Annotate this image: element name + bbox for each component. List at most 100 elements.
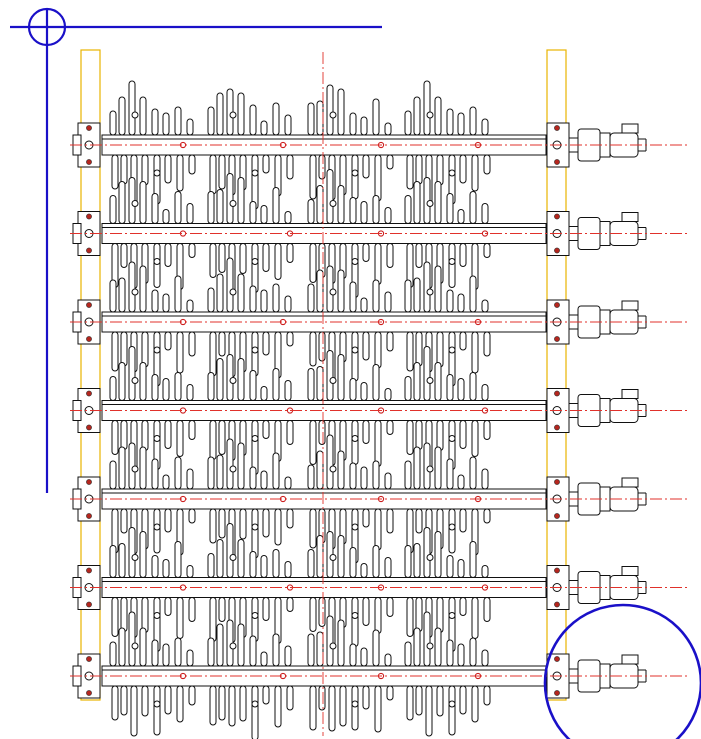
- tine-down: [209, 597, 217, 642]
- tine-up: [413, 627, 421, 667]
- tine-down: [459, 420, 467, 449]
- tine-up: [423, 527, 431, 578]
- tine-up: [349, 112, 357, 136]
- tine-up: [423, 346, 431, 401]
- tine-down: [309, 420, 317, 465]
- tine-down: [309, 154, 317, 200]
- pin-head: [229, 200, 237, 207]
- tine-down: [251, 420, 259, 475]
- tine-down: [286, 685, 294, 711]
- tine-down: [362, 154, 370, 179]
- tine-down: [471, 331, 479, 374]
- shaft-row: [70, 611, 690, 739]
- pin-head: [351, 523, 359, 531]
- tine-up: [226, 173, 234, 224]
- tine-down: [362, 597, 370, 626]
- tine-up: [481, 118, 489, 136]
- tine-up: [272, 283, 280, 313]
- tine-up: [151, 374, 159, 401]
- tine-up: [216, 454, 224, 490]
- bolt: [86, 159, 92, 165]
- tine-down: [374, 508, 382, 551]
- tine-up: [423, 611, 431, 667]
- tine-up: [216, 92, 224, 136]
- tine-down: [483, 243, 491, 258]
- tine-up: [109, 376, 117, 401]
- tine-up: [109, 110, 117, 136]
- tine-down: [415, 685, 423, 716]
- shaft-row: [70, 523, 690, 652]
- tine-up: [109, 279, 117, 313]
- pin-head: [251, 612, 259, 619]
- tine-up: [207, 637, 215, 667]
- tine-up: [260, 120, 268, 136]
- bolt: [86, 213, 92, 220]
- tine-up: [216, 358, 224, 401]
- tine-up: [446, 108, 454, 136]
- tine-up: [372, 364, 380, 401]
- tine-down: [262, 685, 270, 705]
- tine-up: [162, 559, 170, 578]
- tine-up: [384, 207, 392, 224]
- tine-up: [372, 545, 380, 578]
- gear-motor-icon: [568, 123, 647, 162]
- tine-up: [326, 434, 334, 490]
- tine-up: [174, 106, 182, 136]
- tine-down: [459, 597, 467, 616]
- tine-up: [413, 543, 421, 578]
- tine-up: [404, 460, 412, 490]
- tine-up: [457, 209, 465, 224]
- tine-up: [384, 472, 392, 490]
- pin-head: [329, 288, 337, 296]
- tine-down: [318, 331, 326, 362]
- tine-up: [186, 118, 194, 136]
- tine-up: [109, 641, 117, 667]
- tine-up: [272, 187, 280, 224]
- tine-up: [260, 555, 268, 578]
- tine-up: [237, 92, 245, 136]
- tine-up: [128, 261, 136, 313]
- tine-down: [262, 508, 270, 538]
- tine-down: [425, 685, 433, 737]
- pin-head: [229, 642, 237, 650]
- tine-down: [374, 154, 382, 202]
- tine-down: [176, 331, 184, 374]
- tine-up: [249, 285, 257, 313]
- pin-head: [131, 554, 139, 561]
- tine-up: [162, 378, 170, 401]
- tine-up: [186, 565, 194, 578]
- bolt: [554, 513, 560, 519]
- tine-up: [372, 460, 380, 490]
- tine-up: [174, 191, 182, 224]
- tine-down: [188, 154, 196, 175]
- tine-up: [151, 639, 159, 667]
- tine-down: [374, 420, 382, 467]
- tine-up: [272, 368, 280, 401]
- tine-up: [307, 368, 315, 401]
- tine-up: [481, 299, 489, 313]
- tine-up: [316, 269, 324, 313]
- tine-up: [237, 623, 245, 667]
- tine-down: [120, 243, 128, 268]
- tine-up: [139, 531, 147, 578]
- tine-down: [274, 243, 282, 280]
- tine-up: [457, 474, 465, 490]
- tine-down: [111, 597, 119, 637]
- tine-up: [337, 88, 345, 136]
- tine-up: [162, 209, 170, 224]
- pin-head: [448, 258, 456, 265]
- tine-up: [284, 295, 292, 313]
- pin-head: [131, 465, 139, 473]
- tine-up: [260, 289, 268, 313]
- tine-down: [262, 420, 270, 439]
- tine-down: [218, 685, 226, 721]
- tine-up: [413, 277, 421, 313]
- tine-up: [481, 468, 489, 490]
- tine-down: [351, 420, 359, 465]
- tine-up: [207, 456, 215, 490]
- tine-up: [307, 464, 315, 490]
- tine-down: [164, 154, 172, 184]
- tine-up: [372, 629, 380, 667]
- tine-up: [337, 535, 345, 578]
- tine-down: [351, 685, 359, 731]
